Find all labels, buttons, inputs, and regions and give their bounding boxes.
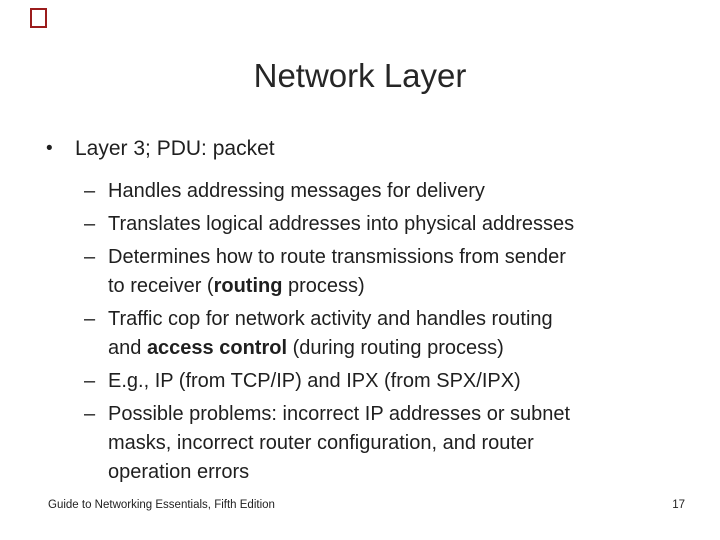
bullet-item: • Layer 3; PDU: packet [0, 134, 720, 164]
bullet-item: –Handles addressing messages for deliver… [0, 177, 720, 206]
bullet-marker: • [46, 138, 53, 159]
bullet-item: –Translates logical addresses into physi… [0, 210, 720, 239]
bullet-list: •Layer 3; PDU: packet–Handles addressing… [0, 134, 720, 491]
bullet-item: –E.g., IP (from TCP/IP) and IPX (from SP… [0, 367, 720, 396]
bullet-text: Handles addressing messages for delivery [108, 180, 485, 202]
dash-marker: – [84, 213, 96, 235]
bullet-text: Determines how to route transmissions fr… [108, 246, 566, 297]
bullet-item: –Determines how to route transmissions f… [0, 243, 720, 301]
bullet-text: Traffic cop for network activity and han… [108, 308, 553, 359]
red-square-watermark-icon [30, 8, 47, 28]
footer-book-title: Guide to Networking Essentials, Fifth Ed… [48, 499, 275, 511]
dash-marker: – [84, 246, 96, 268]
page-number: 17 [672, 499, 685, 511]
bullet-text: Translates logical addresses into physic… [108, 213, 575, 235]
bullet-item: –Possible problems: incorrect IP address… [0, 400, 720, 487]
bullet-text: Possible problems: incorrect IP addresse… [108, 403, 571, 483]
dash-marker: – [84, 370, 96, 392]
dash-marker: – [84, 180, 96, 202]
page-title: Network Layer [253, 57, 467, 94]
bullet-item: –Traffic cop for network activity and ha… [0, 305, 720, 363]
bullet-text: Layer 3; PDU: packet [75, 137, 275, 160]
dash-marker: – [84, 403, 96, 425]
dash-marker: – [84, 308, 96, 330]
bullet-text: E.g., IP (from TCP/IP) and IPX (from SPX… [108, 370, 521, 392]
